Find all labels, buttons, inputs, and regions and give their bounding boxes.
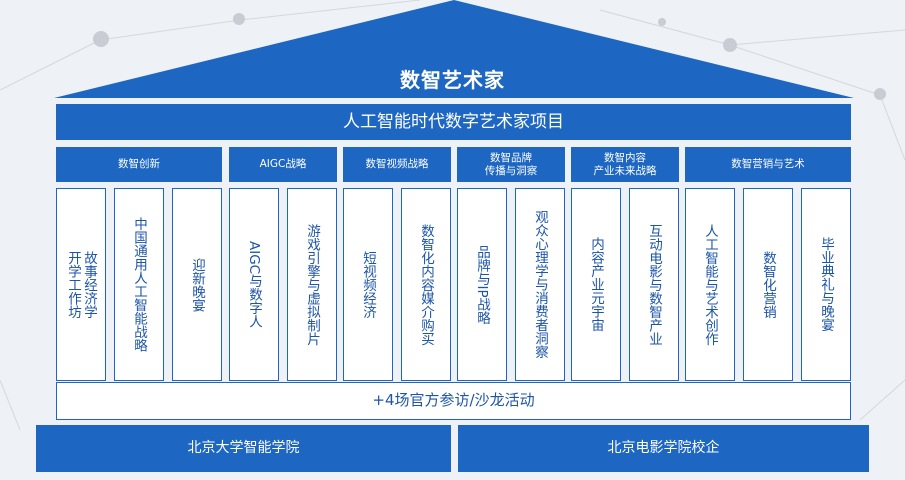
decor-dot xyxy=(874,88,886,100)
course-card: 游戏引擎与虚拟制片 xyxy=(287,188,337,381)
course-card: 品牌与IP战略 xyxy=(457,188,507,381)
decor-dot xyxy=(723,38,737,52)
course-card-label: 游戏引擎与虚拟制片 xyxy=(304,223,320,346)
foundation-block: 北京电影学院校企 xyxy=(458,425,869,472)
course-card-label: 故事经济学 开学工作坊 xyxy=(65,250,97,319)
course-card-label: 观众心理学与消费者洞察 xyxy=(532,210,548,359)
course-card: 短视频经济 xyxy=(343,188,393,381)
category-header: 数智品牌 传播与洞察 xyxy=(457,147,565,182)
category-column: AIGC战略 AIGC与数字人 游戏引擎与虚拟制片 xyxy=(229,147,337,381)
category-header: 数智创新 xyxy=(56,147,222,182)
course-card: AIGC与数字人 xyxy=(229,188,279,381)
course-card: 毕业典礼与晚宴 xyxy=(801,188,851,381)
course-card-label: 内容产业元宇宙 xyxy=(588,237,604,332)
course-card-label: 数智化内容媒介购买 xyxy=(418,223,434,346)
course-card-label: 人工智能与艺术创作 xyxy=(702,223,718,346)
course-card: 数智化内容媒介购买 xyxy=(401,188,451,381)
course-card: 观众心理学与消费者洞察 xyxy=(515,188,565,381)
category-column: 数智内容 产业未来战略 内容产业元宇宙 互动电影与数智产业 xyxy=(571,147,679,381)
decor-dot xyxy=(658,18,666,26)
course-card-label: 中国通用人工智能战略 xyxy=(131,217,147,352)
page-title: 数智艺术家 xyxy=(400,68,505,92)
course-card-label: 毕业典礼与晚宴 xyxy=(818,237,834,332)
course-card-label: 迎新晚宴 xyxy=(189,257,205,312)
course-card: 迎新晚宴 xyxy=(172,188,222,381)
course-card: 故事经济学 开学工作坊 xyxy=(56,188,106,381)
course-card-label: 品牌与IP战略 xyxy=(474,244,490,325)
project-banner: 人工智能时代数字艺术家项目 xyxy=(56,104,851,140)
course-card: 互动电影与数智产业 xyxy=(629,188,679,381)
course-card: 内容产业元宇宙 xyxy=(571,188,621,381)
category-header: 数智营销与艺术 xyxy=(685,147,851,182)
course-card: 人工智能与艺术创作 xyxy=(685,188,735,381)
course-card-label: 短视频经济 xyxy=(360,250,376,319)
course-card-label: 互动电影与数智产业 xyxy=(646,223,662,346)
course-card-label: 数智化营销 xyxy=(760,250,776,319)
category-header: 数智视频战略 xyxy=(343,147,451,182)
course-card-label: AIGC与数字人 xyxy=(246,240,262,329)
category-header: 数智内容 产业未来战略 xyxy=(571,147,679,182)
roof-shape xyxy=(54,0,854,98)
category-column: 数智视频战略 短视频经济 数智化内容媒介购买 xyxy=(343,147,451,381)
decor-dot xyxy=(93,31,109,47)
course-card: 中国通用人工智能战略 xyxy=(114,188,164,381)
activity-bar: +4场官方参访/沙龙活动 xyxy=(56,382,851,420)
category-column: 数智品牌 传播与洞察 品牌与IP战略 观众心理学与消费者洞察 xyxy=(457,147,565,381)
category-column: 数智创新 故事经济学 开学工作坊 中国通用人工智能战略 迎新晚宴 xyxy=(56,147,222,381)
category-header: AIGC战略 xyxy=(229,147,337,182)
course-card: 数智化营销 xyxy=(743,188,793,381)
foundation-block: 北京大学智能学院 xyxy=(36,425,451,472)
decor-dot xyxy=(233,13,245,25)
category-column: 数智营销与艺术 人工智能与艺术创作 数智化营销 毕业典礼与晚宴 xyxy=(685,147,851,381)
